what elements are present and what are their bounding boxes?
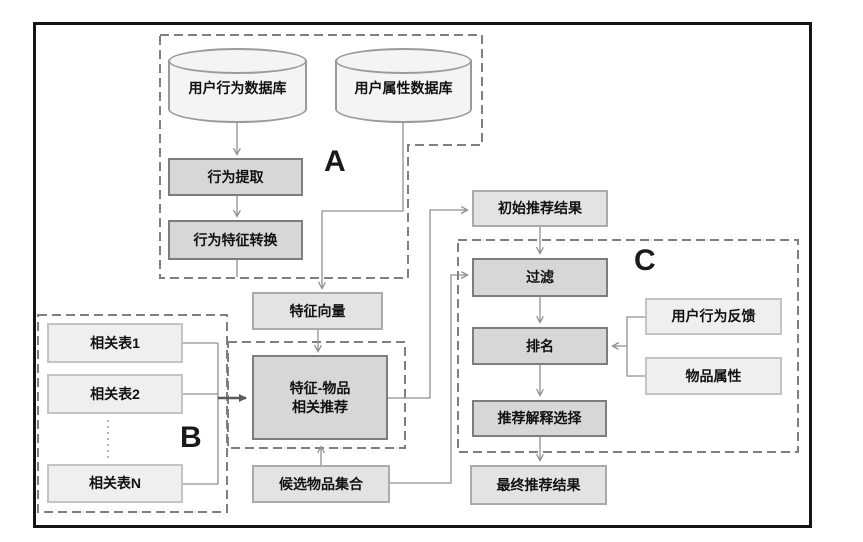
- feature-item-subregion-outline: [227, 341, 406, 449]
- ranking-box: 排名: [472, 327, 608, 365]
- cylinder-top: [168, 48, 307, 74]
- behavior-extract-box: 行为提取: [168, 158, 303, 196]
- related-table-2-box: 相关表2: [47, 374, 183, 414]
- filter-box: 过滤: [472, 258, 608, 297]
- related-table-1-box: 相关表1: [47, 323, 183, 363]
- behavior-convert-box: 行为特征转换: [168, 220, 303, 260]
- region-c-label: C: [634, 244, 656, 277]
- final-results-box: 最终推荐结果: [470, 465, 607, 505]
- feature-vector-box: 特征向量: [252, 292, 383, 330]
- region-c-outline: [457, 239, 799, 453]
- connector-db-attribute-to-feature-vector: [322, 123, 404, 288]
- region-a-outline: [159, 34, 483, 279]
- user-feedback-box: 用户行为反馈: [645, 298, 782, 335]
- db-behavior-label: 用户行为数据库: [188, 80, 287, 96]
- connector-feature-item-to-initial: [388, 210, 467, 399]
- connector-candidate-to-filter: [390, 275, 467, 484]
- cylinder-top: [335, 48, 472, 74]
- region-b-label: B: [180, 421, 202, 454]
- connector-feedback-branch: [626, 316, 645, 377]
- item-attributes-box: 物品属性: [645, 357, 782, 395]
- initial-results-box: 初始推荐结果: [472, 190, 608, 227]
- explanation-select-box: 推荐解释选择: [472, 400, 607, 437]
- feature-item-rec-box: 特征-物品 相关推荐: [252, 355, 388, 440]
- region-a-label: A: [324, 145, 346, 178]
- candidate-items-box: 候选物品集合: [252, 465, 390, 503]
- db-attribute-label: 用户属性数据库: [354, 80, 453, 96]
- related-table-n-box: 相关表N: [47, 464, 183, 503]
